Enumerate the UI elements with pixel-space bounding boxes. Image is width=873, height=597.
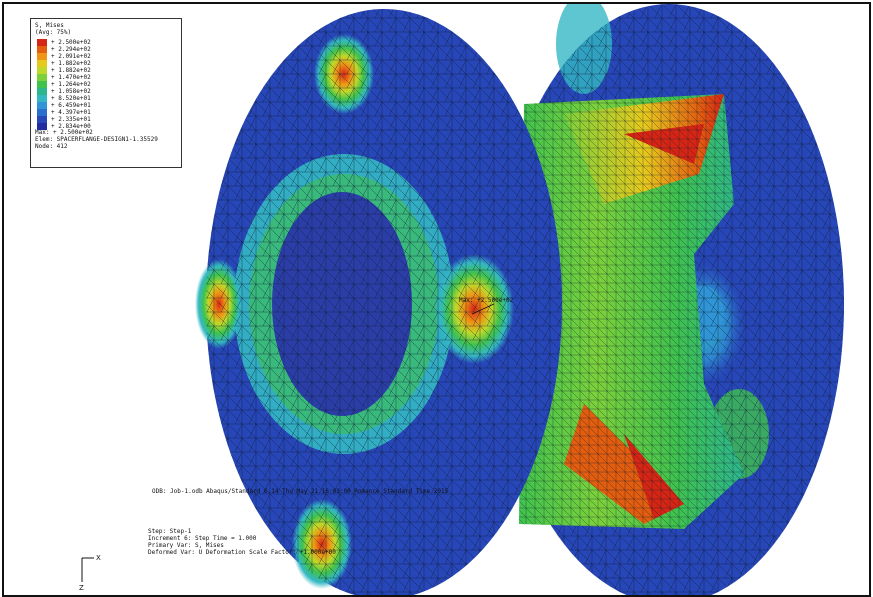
legend-color-scale: + 2.500e+02+ 2.294e+02+ 2.091e+02+ 1.882… — [35, 39, 177, 130]
legend-value: + 2.834e+00 — [51, 123, 91, 130]
legend-swatch — [37, 95, 47, 102]
legend-value: + 2.335e+01 — [51, 116, 91, 123]
legend-level: + 1.470e+02 — [35, 74, 177, 81]
legend-level: + 2.091e+02 — [35, 53, 177, 60]
contour-legend: S, Mises (Avg: 75%) + 2.500e+02+ 2.294e+… — [30, 18, 182, 168]
max-marker-leader — [471, 303, 495, 315]
legend-elem: Elem: SPACERFLANGE-DESIGN1-1.35529 — [35, 136, 158, 143]
legend-value: + 6.459e+01 — [51, 102, 91, 109]
step-info: Step: Step-1 — [148, 528, 192, 535]
legend-swatch — [37, 81, 47, 88]
legend-level: + 1.882e+02 — [35, 67, 177, 74]
legend-swatch — [37, 123, 47, 130]
legend-max: Max: + 2.500e+02 — [35, 129, 93, 136]
primary-var-info: Primary Var: S, Mises — [148, 542, 224, 549]
spacer-hub — [519, 94, 744, 529]
legend-level: + 2.500e+02 — [35, 39, 177, 46]
legend-level: + 8.520e+01 — [35, 95, 177, 102]
legend-value: + 8.520e+01 — [51, 95, 91, 102]
legend-swatch — [37, 60, 47, 67]
legend-swatch — [37, 39, 47, 46]
legend-swatch — [37, 53, 47, 60]
legend-node: Node: 412 — [35, 143, 68, 150]
fem-stress-contour-plot[interactable]: Max: +2.500e+02 — [4, 4, 869, 595]
legend-value: + 1.882e+02 — [51, 60, 91, 67]
legend-value: + 2.294e+02 — [51, 46, 91, 53]
legend-value: + 1.882e+02 — [51, 67, 91, 74]
legend-level: + 1.882e+02 — [35, 60, 177, 67]
legend-value: + 1.058e+02 — [51, 88, 91, 95]
legend-swatch — [37, 102, 47, 109]
legend-level: + 6.459e+01 — [35, 102, 177, 109]
legend-swatch — [37, 116, 47, 123]
legend-value: + 1.470e+02 — [51, 74, 91, 81]
legend-title: S, Mises — [35, 22, 64, 29]
axis-triad: X Z — [79, 554, 101, 592]
triad-x-label: X — [96, 554, 101, 562]
legend-value: + 2.500e+02 — [51, 39, 91, 46]
legend-level: + 4.397e+01 — [35, 109, 177, 116]
legend-swatch — [37, 109, 47, 116]
legend-level: + 2.294e+02 — [35, 46, 177, 53]
max-marker-label: Max: +2.500e+02 — [459, 297, 514, 304]
legend-swatch — [37, 67, 47, 74]
legend-swatch — [37, 74, 47, 81]
triad-z-label: Z — [79, 584, 84, 592]
odb-info: ODB: Job-1.odb Abaqus/Standard 6.14 Thu … — [152, 488, 449, 495]
legend-value: + 2.091e+02 — [51, 53, 91, 60]
legend-level: + 1.058e+02 — [35, 88, 177, 95]
legend-value: + 1.264e+02 — [51, 81, 91, 88]
legend-level: + 2.335e+01 — [35, 116, 177, 123]
legend-level: + 1.264e+02 — [35, 81, 177, 88]
front-flange — [195, 9, 562, 595]
legend-swatch — [37, 88, 47, 95]
deformed-var-info: Deformed Var: U Deformation Scale Factor… — [148, 549, 336, 556]
legend-value: + 4.397e+01 — [51, 109, 91, 116]
increment-info: Increment 6: Step Time = 1.000 — [148, 535, 257, 542]
legend-level: + 2.834e+00 — [35, 123, 177, 130]
legend-swatch — [37, 46, 47, 53]
legend-averaging: (Avg: 75%) — [35, 29, 72, 36]
